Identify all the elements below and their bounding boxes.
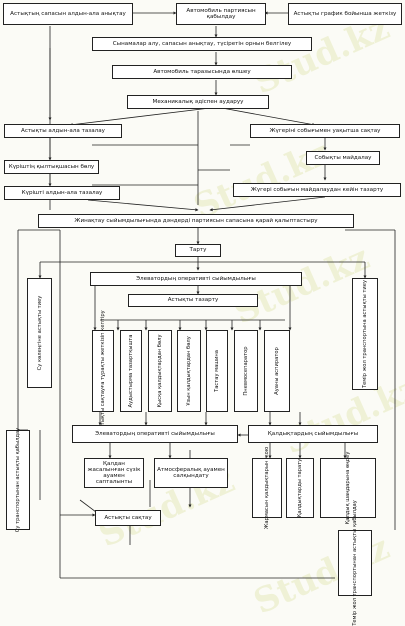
box-atmospheric-cooling: Атмосфералық ауамен салқындату <box>154 458 228 488</box>
connector-lines <box>17 11 396 579</box>
box-cob-storage: Жүгеріні собығымен уақытша сақтау <box>250 124 400 138</box>
vbox-air-aspirator: Ауаны аспиратор <box>264 330 290 412</box>
box-dust-air: Қалдан жасалынған сүзік ауамен сапталынт… <box>84 458 144 488</box>
box-elevator-capacity-2: Элеватордың оперативті сыйымдылығы <box>72 425 238 443</box>
box-rice-pre-cleaning: Күрішті алдын-ала тазалау <box>4 186 120 200</box>
vbox-dust-processing: Қалдық шаңдарына өңдеу <box>320 452 376 524</box>
flowchart: Stud.kz Stud.kz Stud.kz Stud.kz Stud.kz … <box>3 3 405 626</box>
vbox-rail-receiving: Темір жол транспортынан астықты қабылдау <box>338 500 372 626</box>
vbox-aspirator-cleaner: Аудыстырма тазартқышта <box>120 330 142 412</box>
vbox-waste-distribution: Қалдықтарды тарату <box>286 458 314 518</box>
box-vehicle-batch: Автомобиль партиясын қабылдау <box>176 3 266 25</box>
vbox-water-receiving: Су транспортынан астықты қабылдау <box>6 428 30 532</box>
vbox-drying: Астықты сақтауға тұрақты жеткізіп кептір… <box>92 310 114 432</box>
box-elevator-capacity: Элеватордың оперативті сыйымдылығы <box>90 272 302 286</box>
box-batch-forming: Жинақтау сыйымдылығында дәндерді партияс… <box>38 214 354 228</box>
box-schedule-delivery: Астықты график бойынша жеткізу <box>288 3 402 25</box>
box-weighing: Автомобиль таразысында өлшеу <box>112 65 292 79</box>
box-sampling: Сынамалар алу, сапасын анықтау, түсіреті… <box>92 37 312 51</box>
vbox-rail-loading: Темір жол транспортына астықты тиеу <box>352 278 378 390</box>
box-top-left: Астықтың сапасын алдын-ала анықтау <box>3 3 133 25</box>
vbox-water-loading: Су көлеңгіне астықты тиеу <box>27 278 52 388</box>
vbox-long-impurities: Ұзын қалдықтардан бөлу <box>177 330 201 412</box>
box-pre-cleaning: Астықты алдын-ала тазалау <box>4 124 122 138</box>
box-waste-capacity: Қалдықтардың сыйымдылығы <box>248 425 378 443</box>
box-tartu: Тарту <box>175 244 221 257</box>
box-corn-cleaning: Жүгері собығын майдалаудан кейін тазарту <box>233 183 401 197</box>
box-unloading: Механикалық әдіспен аударуу <box>127 95 269 109</box>
vbox-waste-removal: Жармасын қалдықтарын жою <box>252 447 282 529</box>
box-grain-cleaning: Астықты тазарту <box>128 294 258 307</box>
box-rice-awn: Күріштің қылтықшасын бөлу <box>4 160 99 174</box>
vbox-stone-machine: Тастау машина <box>206 330 228 412</box>
box-grain-storage: Астықты сақтау <box>95 510 161 526</box>
box-cob-grinding: Собықты майдалау <box>306 151 380 165</box>
vbox-pneumo-separator: Пневмосепаратор <box>234 330 258 412</box>
vbox-short-impurities: Қысқа қалдықтардан бөлу <box>148 330 172 412</box>
